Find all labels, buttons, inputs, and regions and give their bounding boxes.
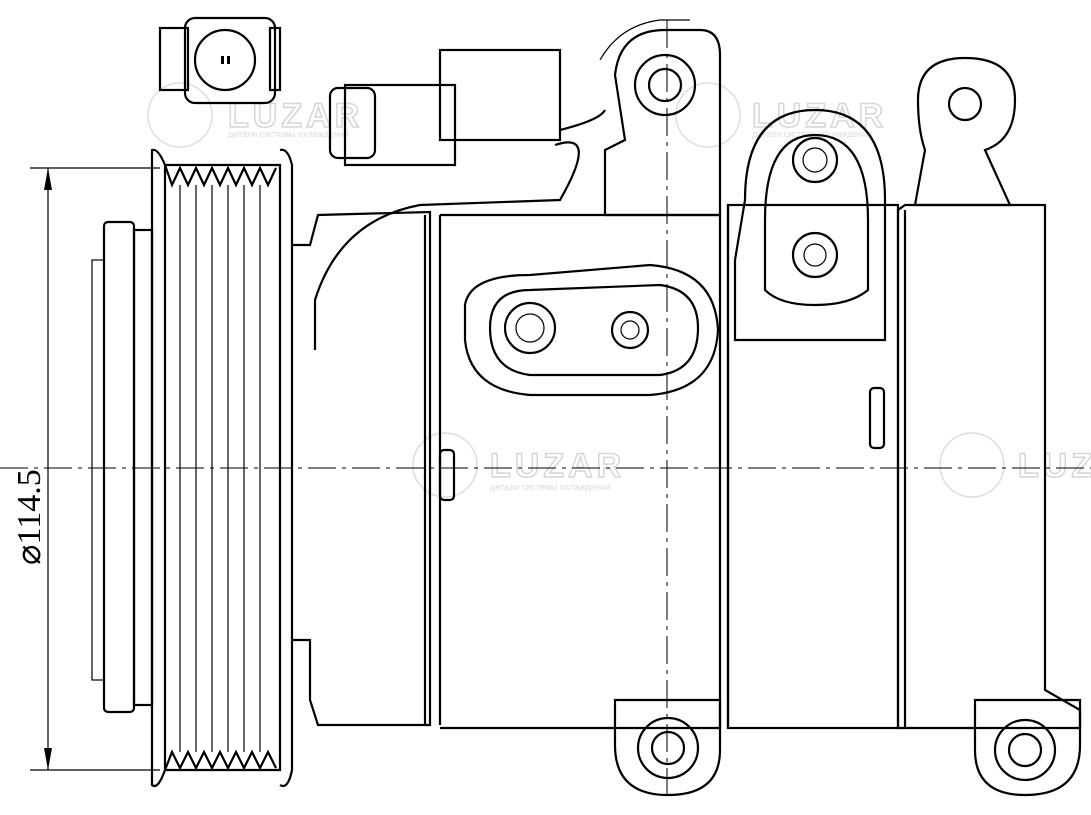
connector-plug-inset (158, 16, 282, 105)
watermark-brand: LUZAR (1018, 447, 1091, 485)
pulley (150, 148, 294, 788)
suction-port (463, 263, 720, 397)
watermark-tagline: детали системы охлаждения (490, 482, 611, 492)
diameter-dimension: ⌀114.5 (11, 167, 160, 771)
mount-ear-top-middle (603, 28, 722, 217)
main-body (440, 213, 722, 730)
mount-ear-top-right (913, 56, 1017, 207)
front-housing (292, 210, 432, 727)
watermark-brand: LUZAR (752, 97, 887, 135)
electrical-connector (313, 19, 690, 350)
mount-ear-bottom-right (973, 698, 1082, 797)
discharge-port (733, 108, 887, 342)
mount-ear-bottom-middle (613, 698, 722, 797)
diameter-label: ⌀114.5 (11, 469, 48, 565)
watermark-3: LUZAR детали системы охлаждения (412, 432, 625, 498)
watermark-2: LUZAR детали системы охлаждения (675, 82, 887, 148)
watermark-4: LUZAR (939, 432, 1091, 498)
clutch-plate (91, 220, 154, 714)
watermark-tagline: детали системы охлаждения (228, 129, 349, 139)
watermark-brand: LUZAR (490, 447, 625, 485)
